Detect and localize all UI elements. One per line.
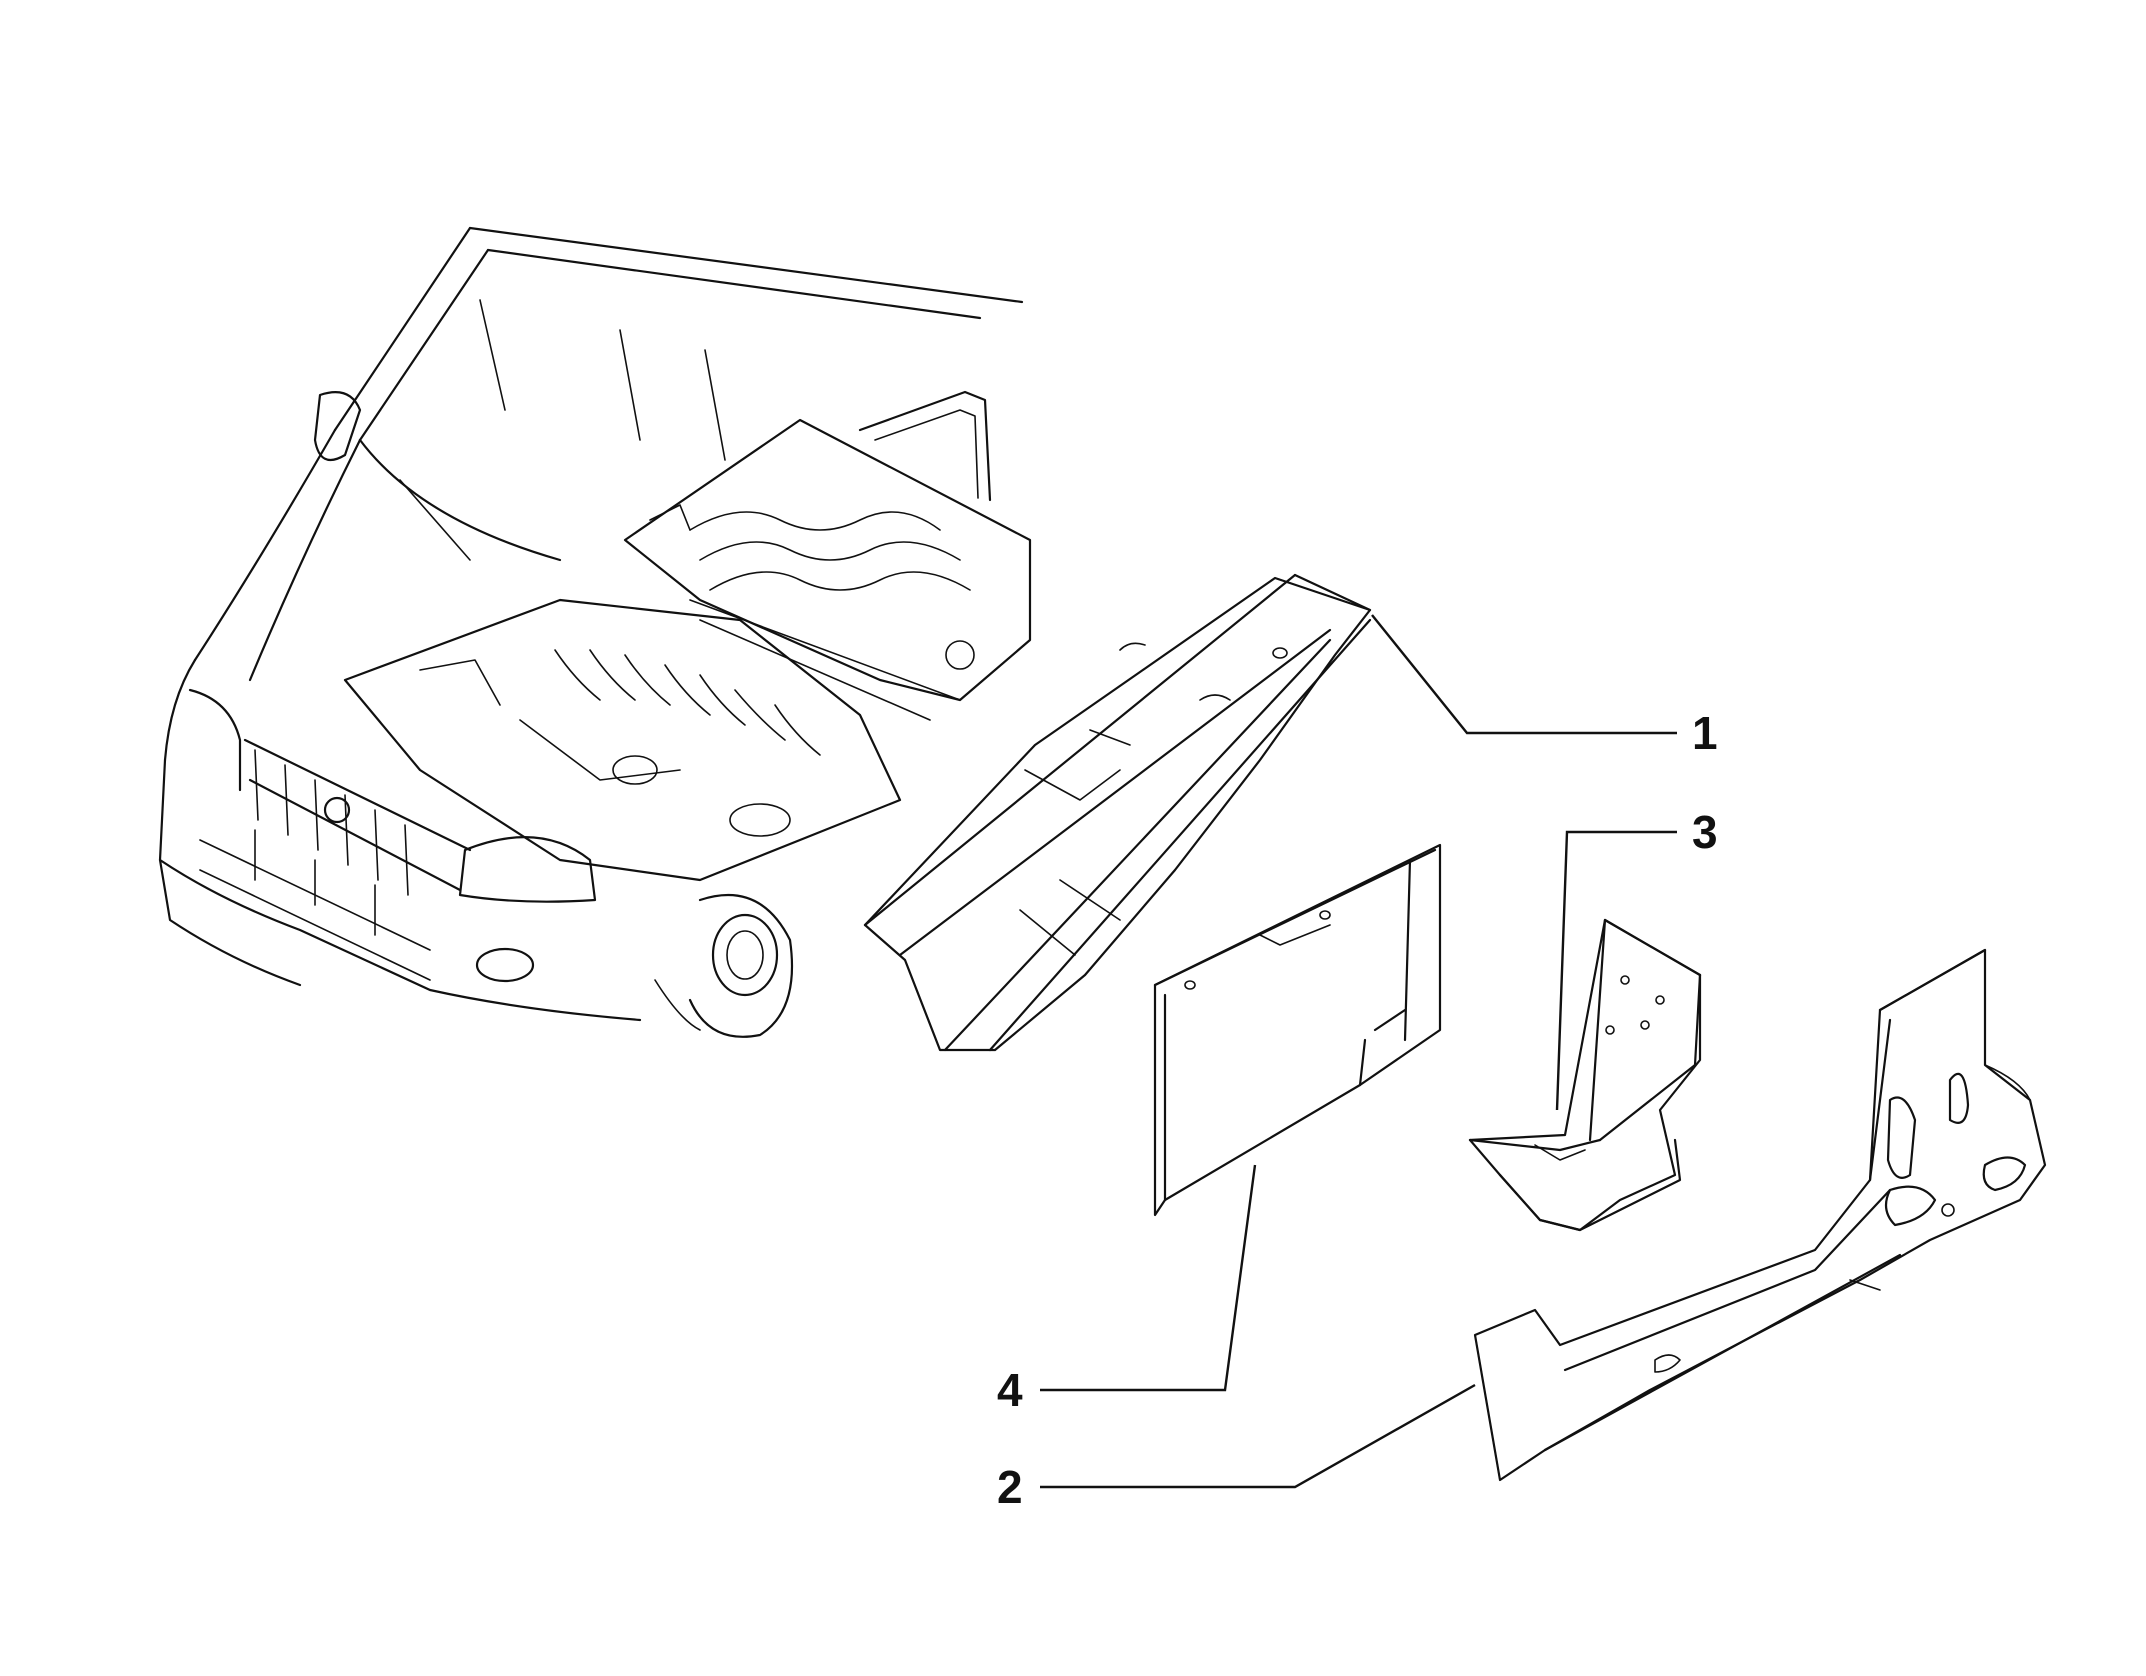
callout-labels: 1 3 4 2	[997, 707, 1718, 1513]
part-2-sill-pillar	[1473, 948, 2047, 1482]
leader-line-3	[1555, 830, 1677, 1111]
callout-4: 4	[997, 1364, 1023, 1416]
leader-lines	[1040, 614, 1677, 1489]
leader-line-4	[1040, 1164, 1257, 1392]
callout-3: 3	[1692, 806, 1718, 858]
callout-1: 1	[1692, 707, 1718, 759]
floor-panel-assembly	[343, 418, 1032, 882]
part-4-side-panel	[1153, 843, 1442, 1217]
van-outline	[158, 226, 1024, 1038]
part-3-bracket	[1468, 918, 1702, 1232]
part-1-longitudinal-member	[863, 573, 1372, 1052]
leader-line-1	[1371, 614, 1677, 735]
leader-line-2	[1040, 1383, 1476, 1489]
callout-2: 2	[997, 1461, 1023, 1513]
